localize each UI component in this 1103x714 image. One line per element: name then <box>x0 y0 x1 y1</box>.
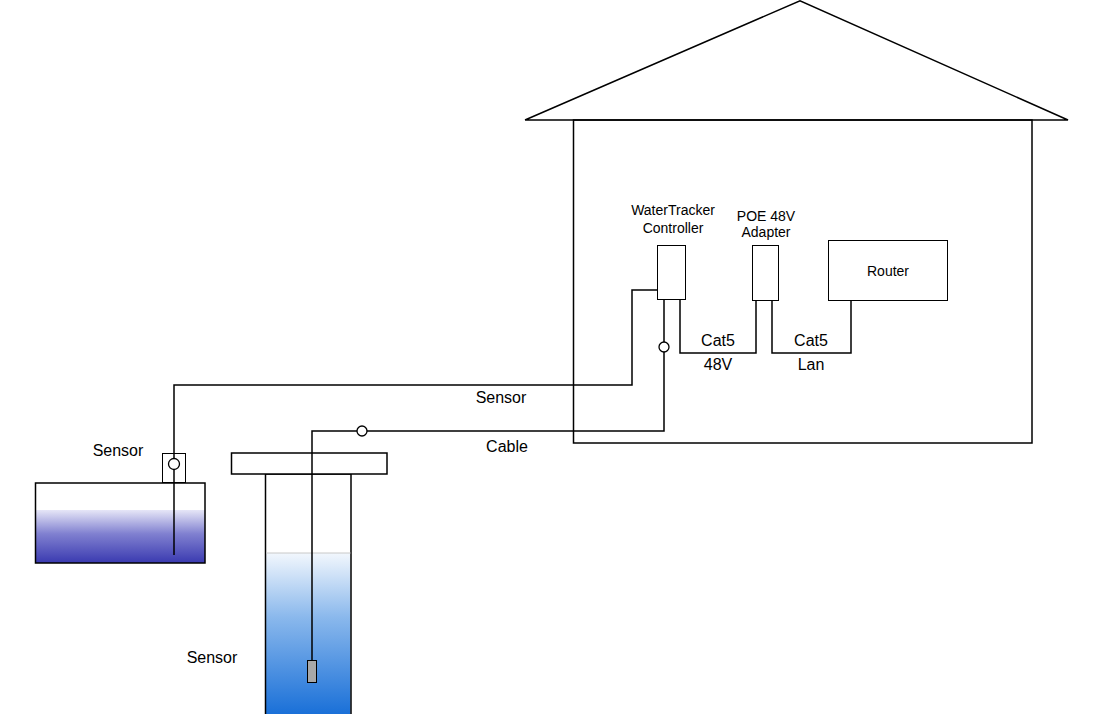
wire-label-holder: Cable <box>467 438 547 456</box>
cable-joint <box>357 426 367 436</box>
node-heading: POE 48V Adapter <box>731 208 801 240</box>
wire-label: Cat5 Lan <box>794 332 828 373</box>
tank-water <box>36 510 206 563</box>
connector-wire <box>312 300 664 660</box>
well-water <box>266 553 351 714</box>
well-sensor-probe: Sensor <box>307 660 317 683</box>
node-label: Router <box>867 263 909 279</box>
wire-label: Sensor <box>476 389 527 406</box>
router-box: Router <box>828 240 948 301</box>
wire-label: Cat5 48V <box>701 332 735 373</box>
water-tank <box>36 483 206 563</box>
well-pipe <box>266 474 352 714</box>
controller-box: WaterTracker Controller <box>657 245 686 300</box>
wire-label: Cable <box>486 438 528 455</box>
house-wall <box>574 120 1033 443</box>
node-heading: Sensor <box>83 442 153 460</box>
wire-label-holder: Cat5 48V <box>696 329 740 377</box>
node-heading: WaterTracker Controller <box>623 201 723 237</box>
wire-label-holder: Sensor <box>461 389 541 407</box>
cable-joint <box>659 342 669 352</box>
poe-adapter-box: POE 48V Adapter <box>752 245 779 301</box>
well-cap <box>232 453 388 474</box>
connector-wire <box>174 290 657 453</box>
node-heading: Sensor <box>177 649 247 667</box>
well-water-surface <box>266 553 351 554</box>
house-roof <box>525 1 1068 120</box>
tank-sensor-housing: Sensor <box>162 453 186 483</box>
wire-label-holder: Cat5 Lan <box>789 329 833 377</box>
tank-sensor-joint <box>169 459 180 470</box>
